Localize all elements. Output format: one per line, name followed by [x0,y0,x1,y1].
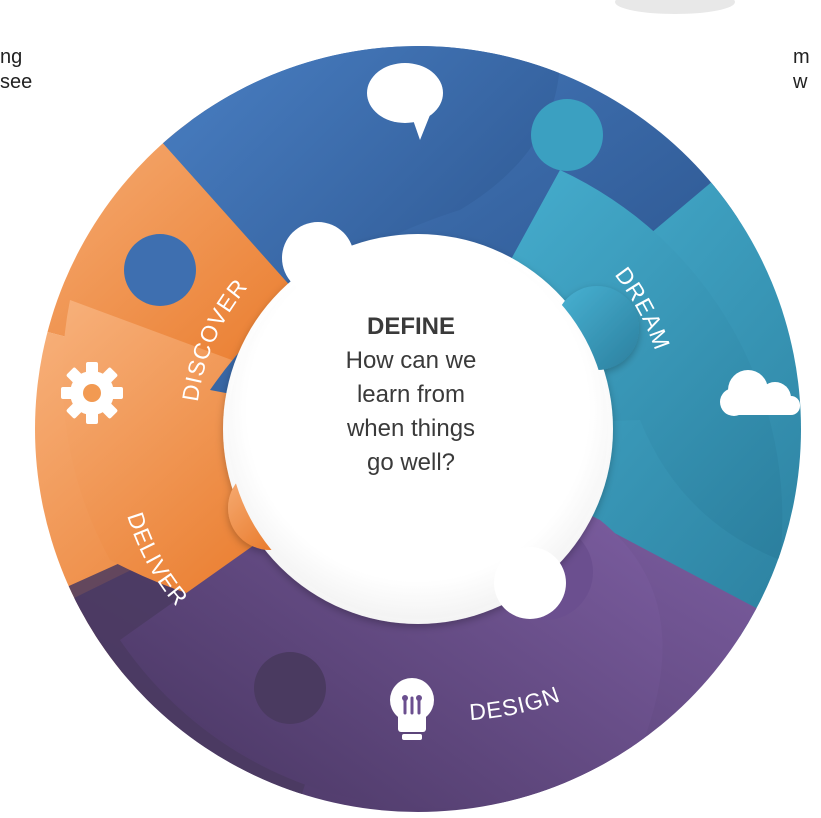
center-question-line: learn from [356,381,466,408]
center-define-text: DEFINE How can we learn from when things… [318,310,504,480]
speech-bubble-icon [367,63,443,140]
center-question-line: when things [346,415,476,442]
gear-icon [61,362,123,424]
center-question-line: How can we [345,347,477,374]
center-disk [223,234,639,624]
puzzle-knob-deliver [254,652,326,724]
center-knob-top [282,222,354,294]
left-text-fragment-line: ng [0,46,23,68]
center-title: DEFINE [366,313,455,340]
center-question-line: go well? [366,449,456,476]
lightbulb-icon [390,678,434,740]
center-knob-bottom [494,547,566,619]
decorative-figure-shadow [615,0,735,14]
puzzle-knob-discover [124,234,196,306]
left-text-fragment-line: see [0,71,33,93]
right-text-fragment-line: w [793,71,808,93]
cloud-icon [720,370,800,416]
puzzle-knob-dream [531,99,603,171]
right-text-fragment-line: m [793,46,810,68]
